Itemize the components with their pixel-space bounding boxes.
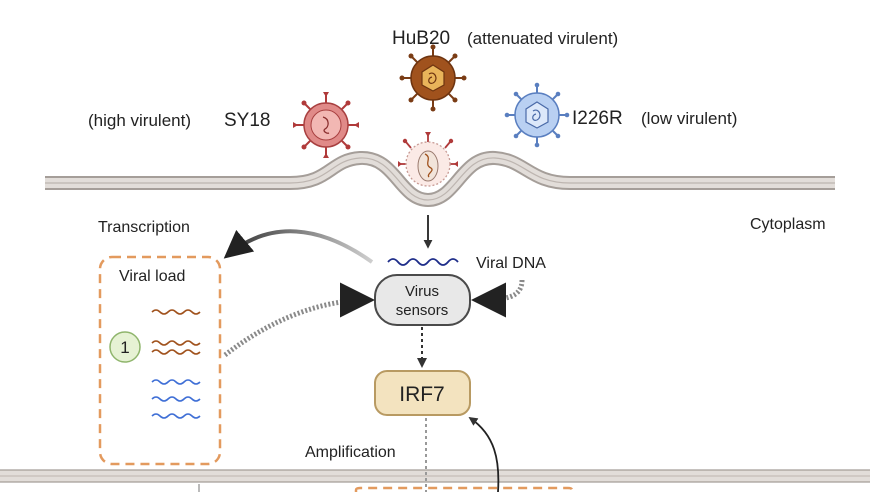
cytoplasm-label: Cytoplasm [750, 216, 826, 233]
viral-dna-strand [387, 258, 459, 266]
viral-dna-label: Viral DNA [476, 255, 546, 272]
viral-load-label: Viral load [119, 268, 185, 285]
cell-membrane-bottom [0, 469, 870, 483]
hub20-descriptor: (attenuated virulent) [467, 29, 618, 48]
amplification-label: Amplification [305, 444, 396, 461]
viral-load-box [98, 255, 222, 466]
i226r-virus-icon [504, 82, 570, 148]
virus-sensors-label-line2: sensors [396, 302, 449, 319]
lower-dashed-box [354, 486, 574, 492]
sy18-name: SY18 [224, 110, 270, 131]
amplification-feedback-arrow [468, 416, 500, 492]
i226r-descriptor: (low virulent) [641, 109, 737, 128]
cell-membrane-top [45, 151, 835, 208]
transcription-label: Transcription [98, 219, 190, 236]
virus-sensors-node [374, 274, 471, 326]
sy18-descriptor: (high virulent) [88, 111, 191, 130]
sy18-virus-icon [293, 92, 359, 158]
irf7-label: IRF7 [399, 383, 445, 406]
i226r-name: I226R [572, 108, 623, 129]
viral-rna-strands [151, 309, 201, 419]
step-badge: 1 [109, 331, 141, 363]
entering-virion-icon [398, 132, 458, 187]
virus-sensors-label-line1: Virus [405, 283, 439, 300]
dna-to-sensors-arrow [471, 279, 525, 318]
irf7-node [374, 370, 471, 416]
hub20-virus-icon [399, 44, 467, 112]
hub20-name: HuB20 [392, 28, 450, 49]
step-badge-number: 1 [120, 338, 129, 357]
transcription-arrow [223, 229, 374, 264]
viral-load-to-sensors-arrow [223, 282, 375, 357]
